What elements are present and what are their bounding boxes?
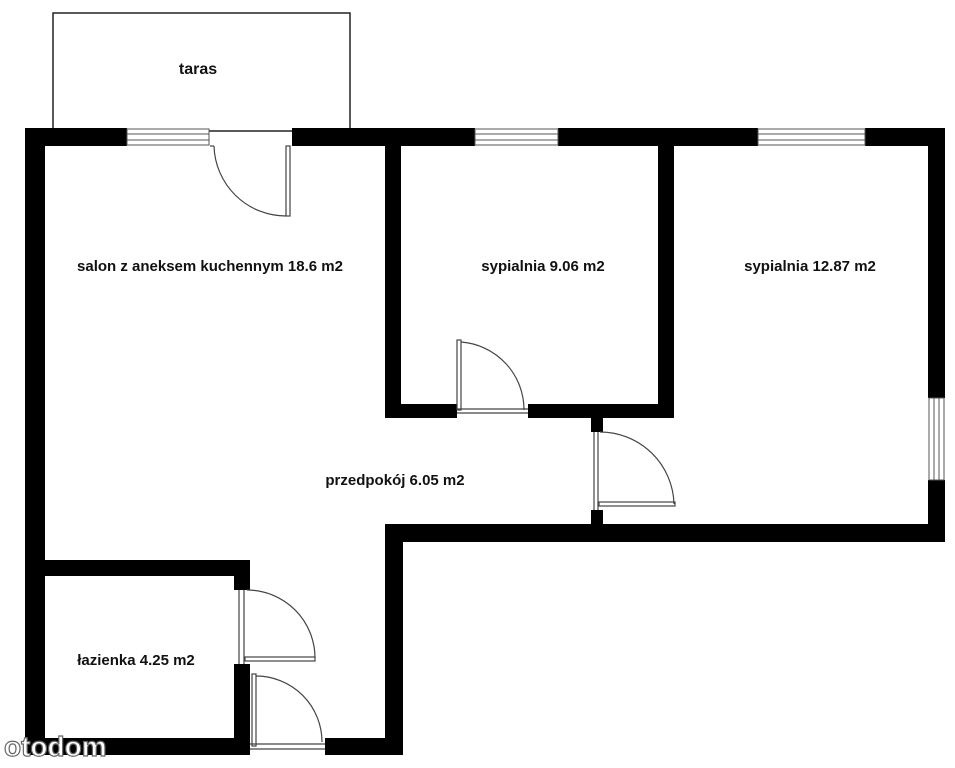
jamb-bedroom-top (591, 418, 603, 432)
wall-bottom-2 (325, 738, 403, 755)
label-living: salon z aneksem kuchennym 18.6 m2 (77, 258, 343, 275)
wall-bath-jamb-1 (234, 560, 250, 590)
wall-top-1 (25, 128, 127, 146)
wall-top-2 (292, 128, 475, 146)
label-bathroom: łazienka 4.25 m2 (77, 652, 195, 669)
wall-bath-jamb-2 (234, 664, 250, 755)
windows (126, 128, 945, 481)
wall-bath-top (25, 560, 250, 576)
walls (25, 128, 945, 755)
window-bedroom-large (757, 128, 866, 146)
window-right (928, 397, 945, 481)
doors (210, 145, 676, 750)
door-balcony (210, 145, 291, 217)
label-terrace: taras (179, 61, 217, 78)
wall-bedrooms (658, 128, 674, 418)
door-bathroom (238, 589, 316, 664)
wall-hall-bottom (385, 524, 945, 542)
wall-left (25, 128, 45, 755)
watermark-logo: otodom (4, 731, 107, 762)
door-bedroom-small (456, 339, 528, 414)
wall-living-bedroom (385, 128, 401, 418)
wall-right-upper (928, 128, 945, 398)
label-bedroom-small: sypialnia 9.06 m2 (481, 258, 604, 275)
wall-bottom-1 (25, 738, 250, 755)
wall-bedroom-bottom-2 (528, 404, 674, 418)
label-bedroom-large: sypialnia 12.87 m2 (744, 258, 876, 275)
window-living (126, 128, 210, 146)
label-hallway: przedpokój 6.05 m2 (325, 472, 464, 489)
wall-hall-left (385, 524, 403, 755)
wall-bedroom-bottom-1 (385, 404, 457, 418)
wall-top-4 (865, 128, 945, 146)
jamb-bedroom-bottom (591, 510, 603, 524)
window-bedroom-small (474, 128, 559, 146)
door-bedroom-large (593, 431, 676, 510)
door-wc (250, 673, 325, 750)
